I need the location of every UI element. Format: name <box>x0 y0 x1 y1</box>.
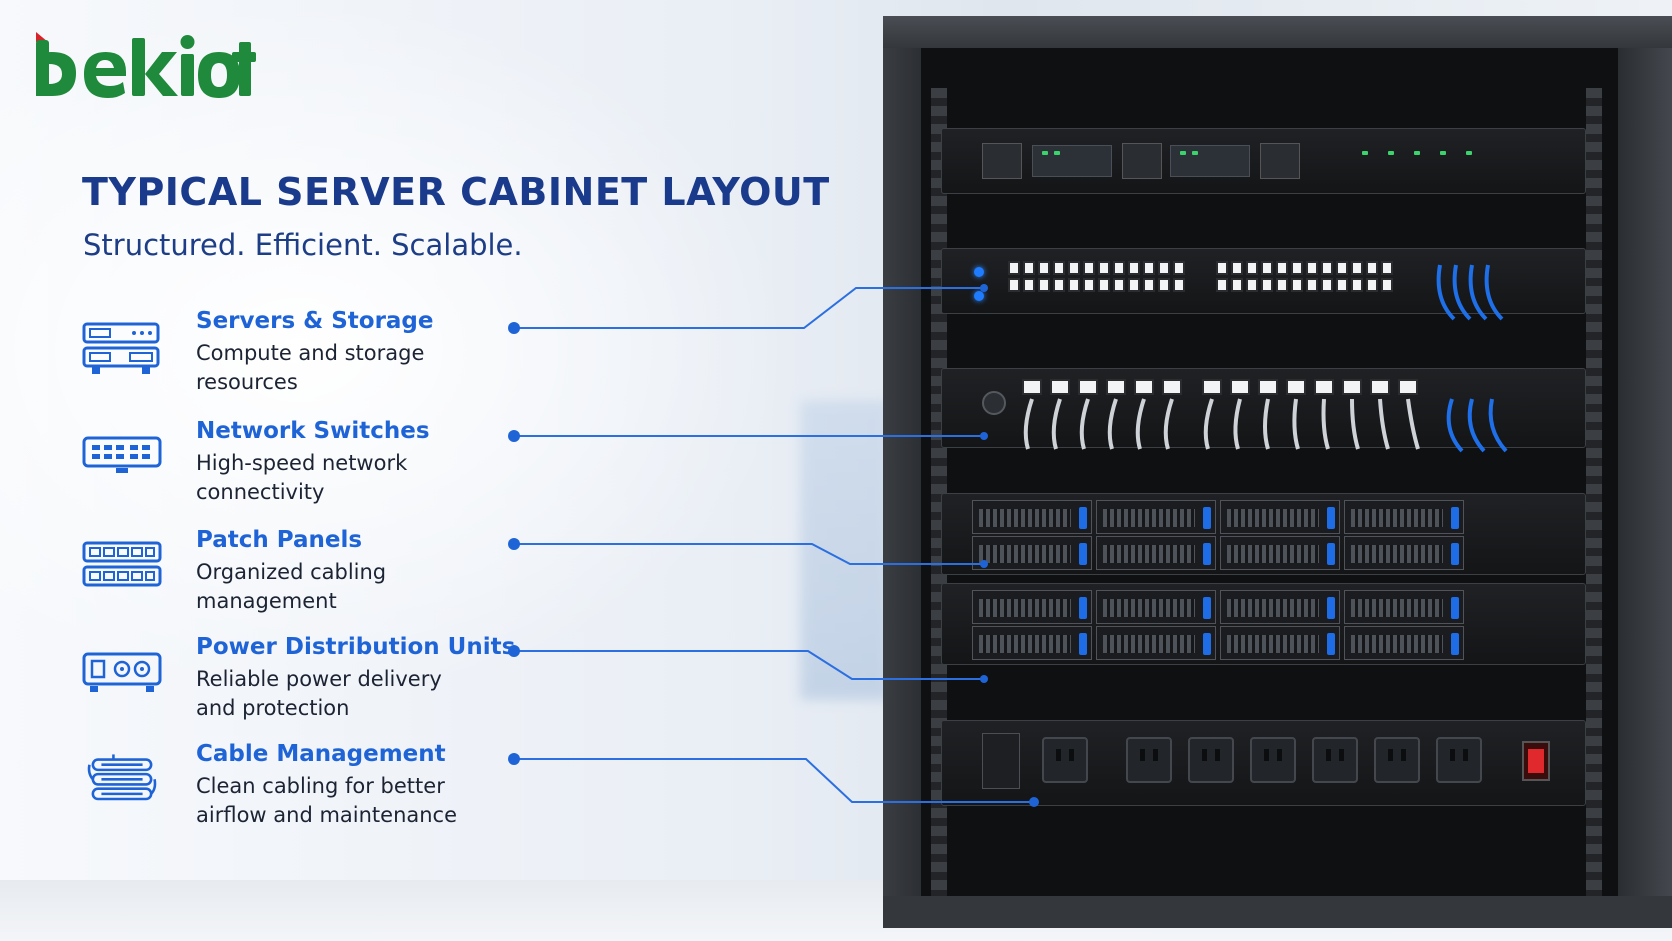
power-switch <box>1522 741 1550 781</box>
component-desc: Reliable power delivery <box>196 667 442 691</box>
status-led <box>1440 151 1446 155</box>
cabinet-top <box>883 16 1672 48</box>
switch-icon <box>82 436 162 473</box>
component-name: Servers & Storage <box>196 308 434 334</box>
pdu-switch <box>982 733 1020 789</box>
blue-cables <box>1436 264 1504 321</box>
drive-bay <box>1096 500 1216 534</box>
patch-panel-device <box>941 368 1586 453</box>
mounting-rail <box>1586 88 1602 918</box>
component-desc: airflow and maintenance <box>196 803 458 827</box>
component-desc: High-speed network <box>196 451 408 475</box>
status-led <box>974 267 984 277</box>
drive-bay <box>1344 626 1464 660</box>
drive-bay <box>1220 536 1340 570</box>
status-panel <box>1170 145 1250 177</box>
cable-icon <box>87 754 157 801</box>
status-led <box>1414 151 1420 155</box>
patch-cables <box>1023 398 1508 453</box>
bekiot-logo <box>36 32 256 98</box>
rack-device-top <box>941 128 1586 194</box>
drive-bay <box>1344 590 1464 624</box>
status-led <box>1466 151 1472 155</box>
cabinet-interior <box>921 48 1618 918</box>
component-desc: Clean cabling for better <box>196 774 445 798</box>
drive-bay <box>972 500 1092 534</box>
drive-bay <box>1220 626 1340 660</box>
cabinet-right-panel <box>1618 48 1672 928</box>
drive-bay <box>972 626 1092 660</box>
outlet <box>1250 737 1296 783</box>
status-led <box>1362 151 1368 155</box>
pdu-device <box>941 720 1586 806</box>
drive-bay <box>1344 500 1464 534</box>
server-cabinet <box>883 16 1672 928</box>
drive-bay <box>1220 500 1340 534</box>
component-desc: management <box>196 589 337 613</box>
panel-knob <box>982 391 1006 415</box>
component-desc: connectivity <box>196 480 325 504</box>
drive-bay <box>1220 590 1340 624</box>
drive-bay <box>1096 626 1216 660</box>
drive-bay <box>972 536 1092 570</box>
outlet <box>1126 737 1172 783</box>
status-led <box>1388 151 1394 155</box>
drive-bay <box>1096 536 1216 570</box>
component-name: Power Distribution Units <box>196 634 516 660</box>
patch-ports <box>1202 379 1418 395</box>
status-led <box>1042 151 1048 155</box>
cabinet-bottom <box>883 896 1672 928</box>
server-device <box>941 583 1586 665</box>
server-icon <box>82 322 160 374</box>
outlet <box>1374 737 1420 783</box>
page-subtitle: Structured. Efficient. Scalable. <box>83 228 523 262</box>
component-desc: and protection <box>196 696 350 720</box>
cabinet-left-panel <box>883 48 921 928</box>
outlet <box>1312 737 1358 783</box>
status-led <box>974 291 984 301</box>
outlet <box>1260 143 1300 179</box>
component-name: Patch Panels <box>196 527 363 553</box>
outlet <box>1188 737 1234 783</box>
component-desc: Organized cabling <box>196 560 387 584</box>
component-desc: resources <box>196 370 298 394</box>
pdu-icon <box>82 652 162 692</box>
page-title: TYPICAL SERVER CABINET LAYOUT <box>82 170 830 214</box>
outlet <box>982 143 1022 179</box>
switch-ports <box>1008 261 1185 292</box>
background-window <box>800 400 890 700</box>
outlet <box>1042 737 1088 783</box>
outlet <box>1122 143 1162 179</box>
switch-ports <box>1216 261 1393 292</box>
server-device <box>941 493 1586 575</box>
status-led <box>1054 151 1060 155</box>
drive-bay <box>1096 590 1216 624</box>
drive-bay <box>972 590 1092 624</box>
outlet <box>1436 737 1482 783</box>
patch-panel-icon <box>82 541 162 587</box>
status-panel <box>1032 145 1112 177</box>
status-led <box>1180 151 1186 155</box>
component-name: Network Switches <box>196 418 430 444</box>
patch-ports <box>1022 379 1182 395</box>
component-desc: Compute and storage <box>196 341 425 365</box>
status-led <box>1192 151 1198 155</box>
network-switch-device <box>941 248 1586 321</box>
drive-bay <box>1344 536 1464 570</box>
component-name: Cable Management <box>196 741 446 767</box>
